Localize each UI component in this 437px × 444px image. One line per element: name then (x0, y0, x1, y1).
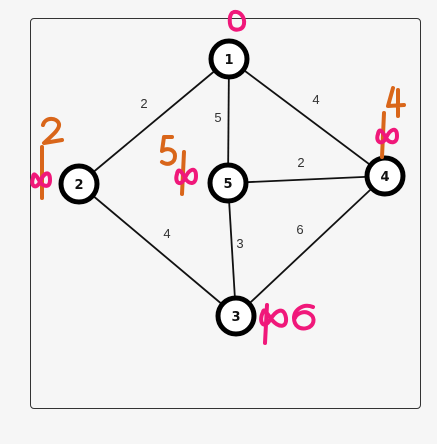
nodes-layer: 1 2 3 4 5 (58, 38, 406, 337)
node-4: 4 (364, 155, 406, 197)
annotation-node2-infinity (30, 171, 52, 189)
annotation-node3-six (292, 303, 316, 331)
edge-weight-4-3: 6 (296, 222, 303, 237)
node-circle-2 (58, 163, 100, 205)
annotation-node3-infinity (259, 303, 289, 345)
node-circle-1 (208, 38, 250, 80)
annotation-node5-infinity (174, 167, 198, 186)
node-circle-4 (364, 155, 406, 197)
node-3: 3 (215, 295, 257, 337)
node-2: 2 (58, 163, 100, 205)
edge-weight-1-5: 5 (214, 110, 221, 125)
edge-5-4 (227, 175, 386, 184)
edge-weight-5-4: 2 (297, 155, 304, 170)
node-5: 5 (207, 162, 249, 204)
node-label-2: 2 (74, 178, 83, 193)
edge-weight-1-4: 4 (312, 92, 319, 107)
annotation-node4-infinity (375, 127, 399, 145)
handwritten-annotations: 0 2 5 4 ∞6 (30, 9, 406, 345)
node-circle-5 (207, 162, 249, 204)
edge-4-3 (235, 175, 386, 317)
edge-weight-2-3: 4 (163, 226, 170, 241)
annotation-node2-two (41, 116, 64, 145)
edge-1-4 (228, 58, 386, 177)
edge-weight-5-3: 3 (236, 236, 243, 251)
node-label-1: 1 (224, 53, 233, 68)
edge-1-5 (227, 58, 230, 184)
edge-1-2 (78, 58, 230, 185)
edges-layer: 2 5 4 2 4 3 6 (78, 58, 386, 317)
node-label-5: 5 (223, 177, 232, 192)
edge-2-3 (78, 183, 237, 317)
node-circle-3 (215, 295, 257, 337)
node-label-3: 3 (231, 310, 240, 325)
node-1: 1 (208, 38, 250, 80)
edge-weight-1-2: 2 (140, 96, 147, 111)
annotation-node5-five (160, 135, 177, 166)
annotation-node4-four (386, 86, 406, 118)
edge-5-3 (227, 182, 237, 317)
annotation-node1-zero (227, 9, 247, 32)
node-label-4: 4 (380, 170, 389, 185)
graph-panel (30, 18, 421, 409)
